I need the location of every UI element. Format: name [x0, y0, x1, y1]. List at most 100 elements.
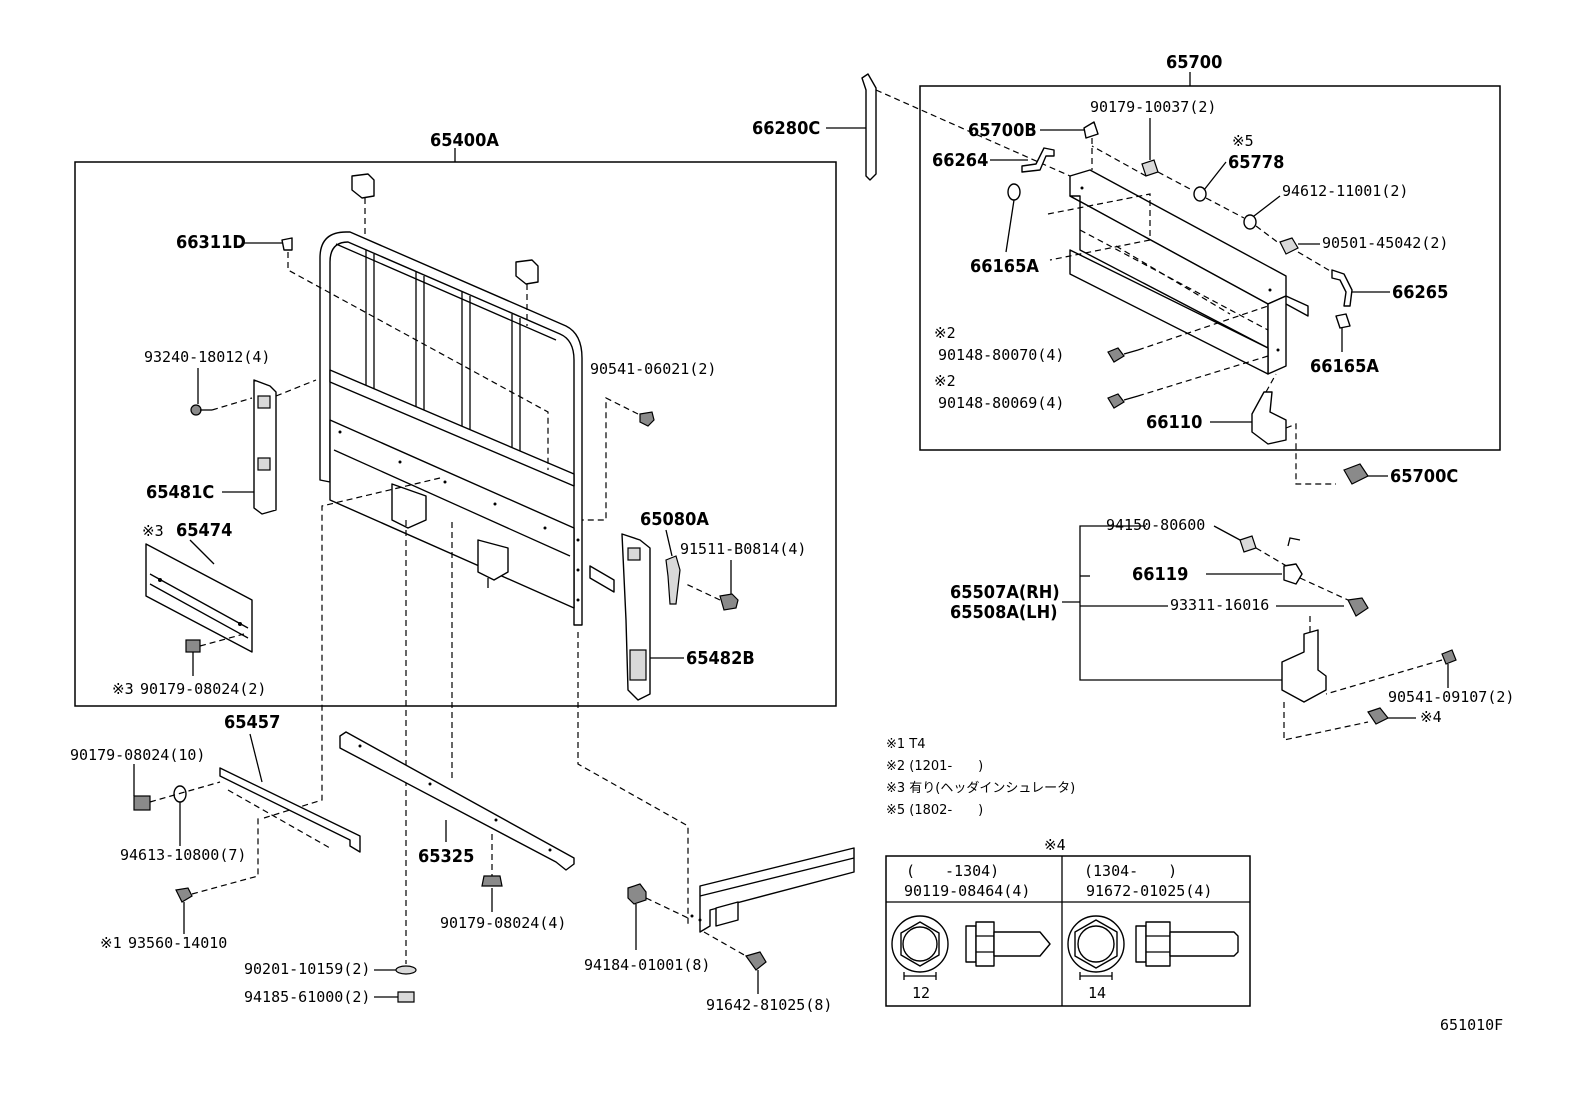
label-90148-80069[interactable]: 90148-80069(4) [938, 394, 1064, 412]
nut-90179-08024-4[interactable] [481, 875, 503, 887]
bolt-right-part[interactable]: 91672-01025(4) [1086, 882, 1212, 900]
label-66119[interactable]: 66119 [1132, 564, 1188, 585]
label-66265[interactable]: 66265 [1392, 282, 1448, 303]
label-94613[interactable]: 94613-10800(7) [120, 846, 246, 864]
spring-90501[interactable] [1279, 237, 1299, 255]
note-2: ※2 (1201- ) [886, 759, 983, 774]
notes: ※1 T4 ※2 (1201- ) ※3 有り(ヘッダインシュレータ) ※5 (… [886, 737, 1075, 818]
label-90201[interactable]: 90201-10159(2) [244, 960, 370, 978]
cap-top-mid[interactable] [515, 259, 539, 285]
washer-94612[interactable] [1243, 214, 1257, 230]
bolt-91642[interactable] [745, 951, 767, 971]
note-3: ※3 有り(ヘッダインシュレータ) [886, 781, 1075, 796]
label-90179-08024-4[interactable]: 90179-08024(4) [440, 914, 566, 932]
bolt-93560[interactable] [175, 887, 193, 903]
label-65474[interactable]: 65474 [176, 520, 232, 541]
label-90179-10037[interactable]: 90179-10037(2) [1090, 98, 1216, 116]
label-66264[interactable]: 66264 [932, 150, 988, 171]
label-93240[interactable]: 93240-18012(4) [144, 348, 270, 366]
label-91642[interactable]: 91642-81025(8) [706, 996, 832, 1014]
bolt-left-part[interactable]: 90119-08464(4) [904, 882, 1030, 900]
plate-66119[interactable] [1283, 563, 1303, 585]
label-65700b[interactable]: 65700B [968, 120, 1037, 141]
screw-93240[interactable] [190, 404, 202, 416]
label-94184[interactable]: 94184-01001(8) [584, 956, 710, 974]
label-65325[interactable]: 65325 [418, 846, 474, 867]
cap-66165a-right[interactable] [1335, 313, 1351, 329]
label-65080a[interactable]: 65080A [640, 509, 709, 530]
toolbox-body-65700[interactable] [1069, 169, 1309, 375]
bracket-65507a[interactable] [1281, 629, 1327, 703]
label-65400a[interactable]: 65400A [430, 130, 499, 151]
bolt-right-side-icon [1135, 921, 1239, 967]
frame-rail[interactable] [690, 847, 855, 933]
label-90148-80070[interactable]: 90148-80070(4) [938, 346, 1064, 364]
screw-90541-06021[interactable] [639, 411, 655, 427]
nut-94184[interactable] [627, 883, 647, 905]
bracket-65481c[interactable] [253, 379, 277, 515]
clip-66311d[interactable] [281, 237, 293, 251]
bolt-left-range: ( -1304) [906, 862, 999, 880]
nut-90179-08024-2[interactable] [185, 639, 201, 653]
bolt-mark4[interactable] [1367, 707, 1389, 725]
label-65457[interactable]: 65457 [224, 712, 280, 733]
label-93311[interactable]: 93311-16016 [1170, 596, 1269, 614]
bolt-left-side-icon [965, 921, 1051, 967]
label-66311d[interactable]: 66311D [176, 232, 246, 253]
bolt-left-dim: 12 [912, 984, 930, 1002]
label-65481c[interactable]: 65481C [146, 482, 214, 503]
mark-65778: ※5 [1232, 132, 1254, 150]
bolt-90148-80070[interactable] [1107, 347, 1125, 363]
label-66165a-right[interactable]: 66165A [1310, 356, 1379, 377]
nut-90179-10037[interactable] [1141, 159, 1159, 177]
bracket-66110[interactable] [1251, 391, 1287, 445]
note-5: ※5 (1802- ) [886, 803, 983, 818]
handle-66265[interactable] [1331, 269, 1353, 307]
label-90179-08024-10[interactable]: 90179-08024(10) [70, 746, 205, 764]
label-94150[interactable]: 94150-80600 [1106, 516, 1205, 534]
strip-65325[interactable] [339, 731, 575, 871]
clip-65700b[interactable] [1083, 121, 1099, 139]
label-90179-08024-2[interactable]: 90179-08024(2) [140, 680, 266, 698]
bolt-right-range: (1304- ) [1084, 862, 1177, 880]
header-frame[interactable] [319, 231, 615, 626]
bolt-93311[interactable] [1347, 597, 1369, 617]
label-65507a[interactable]: 65507A(RH) [950, 582, 1060, 603]
label-65778[interactable]: 65778 [1228, 152, 1284, 173]
label-91511[interactable]: 91511-B0814(4) [680, 540, 806, 558]
strip-65457[interactable] [219, 767, 361, 853]
label-66280c[interactable]: 66280C [752, 118, 820, 139]
label-90541-06021[interactable]: 90541-06021(2) [590, 360, 716, 378]
washer-65778[interactable] [1193, 186, 1207, 202]
label-65700c[interactable]: 65700C [1390, 466, 1458, 487]
label-94185[interactable]: 94185-61000(2) [244, 988, 370, 1006]
bracket-group-line [1079, 525, 1282, 681]
label-65700[interactable]: 65700 [1166, 52, 1222, 73]
bolt-91511[interactable] [719, 593, 739, 611]
bolt-65700c[interactable] [1343, 463, 1369, 485]
cap-top-left[interactable] [351, 173, 375, 199]
mark-93560: ※1 [100, 934, 122, 952]
nut-94150[interactable] [1239, 535, 1257, 553]
bolt-90148-80069[interactable] [1107, 393, 1125, 409]
rail-66280c[interactable] [861, 73, 877, 181]
cap-66165a-left[interactable] [1007, 183, 1021, 201]
label-94612[interactable]: 94612-11001(2) [1282, 182, 1408, 200]
washer-90201[interactable] [395, 965, 417, 975]
insulator-65474[interactable] [145, 543, 253, 653]
bolt-right-dim: 14 [1088, 984, 1106, 1002]
label-65508a[interactable]: 65508A(LH) [950, 602, 1058, 623]
handle-66264[interactable] [1021, 147, 1055, 173]
nut-94185[interactable] [397, 991, 415, 1003]
label-93560[interactable]: 93560-14010 [128, 934, 227, 952]
nut-90179-08024-10[interactable] [133, 795, 151, 811]
label-66110[interactable]: 66110 [1146, 412, 1202, 433]
hook-65080a[interactable] [665, 555, 681, 605]
label-65482b[interactable]: 65482B [686, 648, 755, 669]
mark-4[interactable]: ※4 [1420, 708, 1442, 726]
label-90501[interactable]: 90501-45042(2) [1322, 234, 1448, 252]
label-66165a-left[interactable]: 66165A [970, 256, 1039, 277]
screw-90541-09107[interactable] [1441, 649, 1457, 665]
label-90541-09107[interactable]: 90541-09107(2) [1388, 688, 1514, 706]
